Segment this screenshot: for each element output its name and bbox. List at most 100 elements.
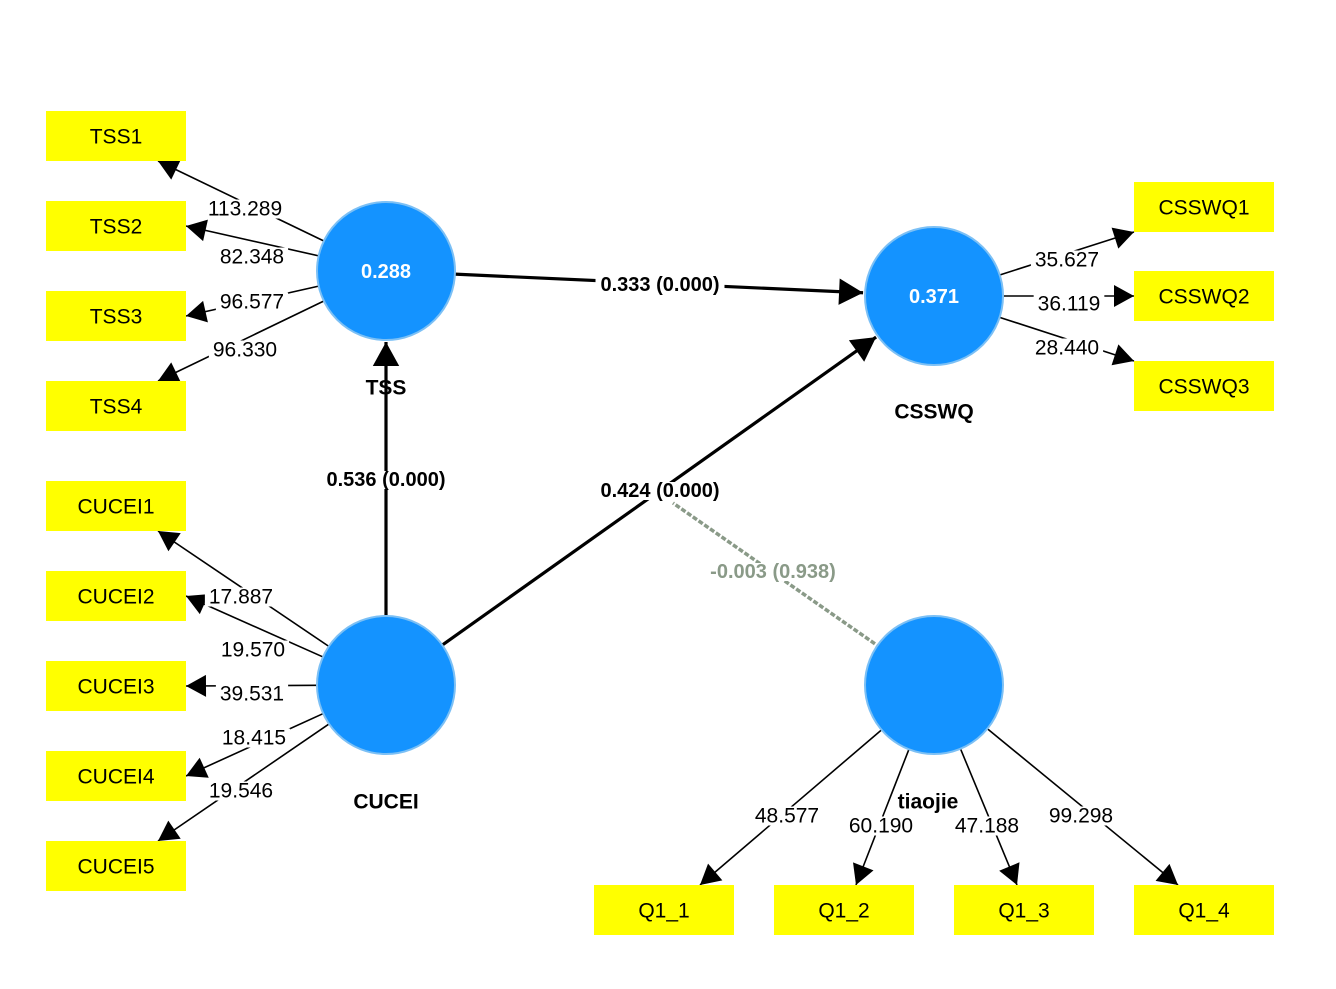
loading-label-TSS4-group: 96.330	[208, 339, 282, 362]
path-coefficient-label-TSS-CSSWQ: 0.333 (0.000)	[601, 274, 720, 296]
indicator-box[interactable]	[46, 661, 186, 711]
indicator-label: CUCEI3	[77, 676, 154, 699]
arrowhead-Q1_2	[853, 862, 874, 885]
loading-label-TSS2-group: 82.348	[215, 246, 289, 269]
arrowhead-CSSWQ1	[1111, 227, 1134, 249]
indicator-Q1_4[interactable]: Q1_4	[1134, 885, 1274, 935]
construct-name-TSS: TSS	[366, 377, 407, 400]
indicator-box[interactable]	[954, 885, 1094, 935]
construct-CSSWQ[interactable]: 0.371	[864, 226, 1004, 366]
loading-label-Q1_3-background	[950, 816, 1024, 836]
loading-label-TSS4-background	[208, 340, 282, 360]
loading-label-CUCEI1: 17.887	[209, 586, 273, 609]
indicator-box[interactable]	[1134, 885, 1274, 935]
arrowhead-Q1_1	[700, 863, 723, 885]
indicator-label: TSS3	[90, 306, 143, 329]
indicator-label: Q1_2	[818, 900, 869, 923]
loading-label-Q1_4-background	[1044, 806, 1118, 826]
indicator-TSS4[interactable]: TSS4	[46, 381, 186, 431]
indicator-box[interactable]	[46, 111, 186, 161]
indicator-box[interactable]	[1134, 271, 1274, 321]
r-squared-value: 0.371	[909, 286, 959, 308]
loading-label-CUCEI3: 39.531	[220, 683, 284, 706]
loading-label-TSS2-background	[215, 247, 289, 267]
construct-TSS[interactable]: 0.288	[316, 201, 456, 341]
loading-label-CUCEI4-group: 18.415	[217, 727, 291, 750]
arrowhead-Q1_4	[1155, 863, 1178, 885]
construct-circle[interactable]	[316, 615, 456, 755]
indicator-Q1_3[interactable]: Q1_3	[954, 885, 1094, 935]
indicator-box[interactable]	[46, 291, 186, 341]
arrowhead-CUCEI-to-TSS	[372, 342, 400, 366]
arrowhead-CUCEI4	[186, 757, 209, 778]
arrowhead-CUCEI5	[158, 820, 181, 841]
indicator-label: CSSWQ2	[1158, 286, 1249, 309]
arrowhead-CUCEI1	[158, 531, 181, 552]
indicator-Q1_2[interactable]: Q1_2	[774, 885, 914, 935]
construct-circle[interactable]	[864, 615, 1004, 755]
indicator-box[interactable]	[46, 571, 186, 621]
indicator-CSSWQ1[interactable]: CSSWQ1	[1134, 182, 1274, 232]
indicator-box[interactable]	[594, 885, 734, 935]
labels-layer: 113.28982.34896.57796.33017.88719.57039.…	[203, 198, 1118, 838]
indicator-CUCEI5[interactable]: CUCEI5	[46, 841, 186, 891]
indicator-CUCEI4[interactable]: CUCEI4	[46, 751, 186, 801]
indicator-label: Q1_4	[1178, 900, 1230, 923]
path-coefficient-label-TSS-CSSWQ-background	[595, 276, 725, 294]
path-coefficient-label-CUCEI-CSSWQ-group: 0.424 (0.000)	[595, 480, 725, 502]
loading-label-TSS3-background	[215, 292, 289, 312]
path-coefficient-label-tiaojie-CUCEI-CSSWQ-background	[705, 563, 841, 581]
arrowhead-CSSWQ3	[1111, 344, 1134, 366]
construct-circle[interactable]	[864, 226, 1004, 366]
loading-label-CSSWQ3: 28.440	[1035, 337, 1099, 360]
indicator-label: CSSWQ1	[1158, 197, 1249, 220]
indicator-Q1_1[interactable]: Q1_1	[594, 885, 734, 935]
indicator-label: Q1_3	[998, 900, 1049, 923]
loading-label-TSS1-group: 113.289	[203, 198, 287, 221]
loading-label-CSSWQ2-background	[1033, 294, 1105, 314]
indicator-box[interactable]	[46, 481, 186, 531]
indicator-CUCEI2[interactable]: CUCEI2	[46, 571, 186, 621]
indicator-box[interactable]	[1134, 182, 1274, 232]
loading-label-TSS4: 96.330	[213, 339, 277, 362]
construct-CUCEI[interactable]	[316, 615, 456, 755]
loading-label-CUCEI5-group: 19.546	[204, 780, 278, 803]
arrowhead-TSS1	[158, 159, 181, 180]
indicator-CSSWQ3[interactable]: CSSWQ3	[1134, 361, 1274, 411]
indicator-box[interactable]	[1134, 361, 1274, 411]
indicator-label: Q1_1	[638, 900, 689, 923]
indicator-box[interactable]	[46, 841, 186, 891]
indicator-box[interactable]	[46, 381, 186, 431]
indicator-TSS3[interactable]: TSS3	[46, 291, 186, 341]
loading-label-Q1_4: 99.298	[1049, 805, 1113, 828]
edges-layer	[157, 159, 1179, 886]
indicator-box[interactable]	[46, 751, 186, 801]
path-coefficient-label-CUCEI-CSSWQ-background	[595, 482, 725, 500]
loading-label-CSSWQ2: 36.119	[1038, 293, 1101, 316]
construct-circle[interactable]	[316, 201, 456, 341]
indicator-TSS2[interactable]: TSS2	[46, 201, 186, 251]
construct-name-CSSWQ: CSSWQ	[894, 401, 973, 424]
indicator-CUCEI3[interactable]: CUCEI3	[46, 661, 186, 711]
loading-label-Q1_3-group: 47.188	[950, 815, 1024, 838]
indicator-box[interactable]	[46, 201, 186, 251]
loading-label-Q1_1-background	[750, 806, 824, 826]
loading-label-CUCEI5: 19.546	[209, 780, 273, 803]
loading-label-CUCEI5-background	[204, 781, 278, 801]
arrowhead-CUCEI3	[186, 674, 207, 697]
loading-label-CSSWQ1-group: 35.627	[1030, 249, 1104, 272]
indicator-label: TSS1	[90, 126, 143, 149]
construct-name-CUCEI: CUCEI	[353, 791, 418, 814]
indicator-TSS1[interactable]: TSS1	[46, 111, 186, 161]
loading-label-CUCEI2-group: 19.570	[216, 639, 290, 662]
loading-label-CSSWQ2-group: 36.119	[1033, 293, 1105, 316]
indicator-CUCEI1[interactable]: CUCEI1	[46, 481, 186, 531]
indicator-CSSWQ2[interactable]: CSSWQ2	[1134, 271, 1274, 321]
indicator-box[interactable]	[774, 885, 914, 935]
construct-tiaojie[interactable]	[864, 615, 1004, 755]
path-coefficient-label-CUCEI-CSSWQ: 0.424 (0.000)	[601, 480, 720, 502]
nodes-layer: TSS1TSS2TSS3TSS4CUCEI1CUCEI2CUCEI3CUCEI4…	[46, 111, 1274, 935]
path-coefficient-label-CUCEI-TSS-group: 0.536 (0.000)	[321, 469, 451, 491]
loading-label-TSS1-background	[203, 199, 287, 219]
